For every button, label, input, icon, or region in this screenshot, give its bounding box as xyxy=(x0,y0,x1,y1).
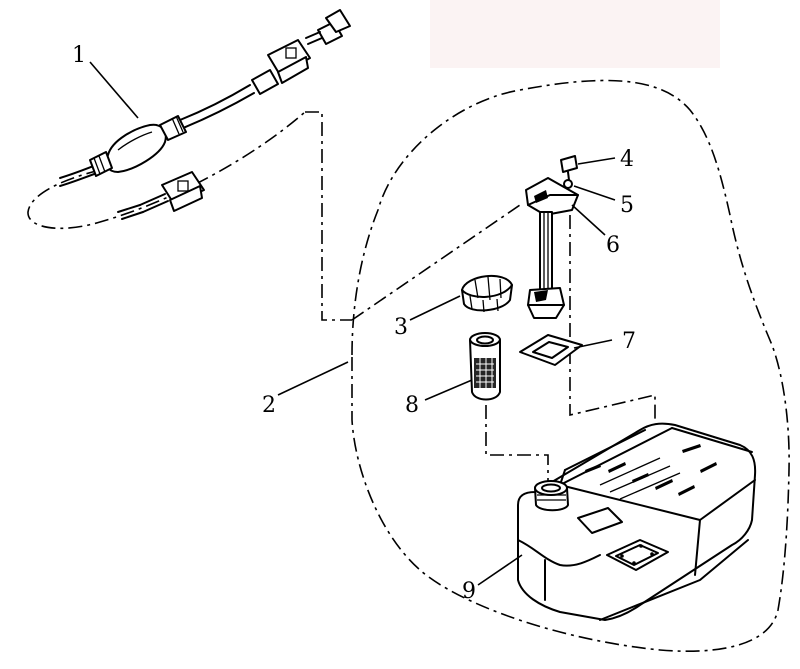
leader-line-7 xyxy=(573,339,613,349)
callout-4: 4 xyxy=(620,147,634,172)
assembly-boundary-outline xyxy=(351,79,790,653)
leader-line-9 xyxy=(477,554,523,586)
screw-part xyxy=(560,155,578,173)
callout-5: 5 xyxy=(620,193,634,218)
filter-part xyxy=(469,332,501,401)
fuel-line-assembly xyxy=(59,9,351,220)
callout-1: 1 xyxy=(72,43,86,68)
callout-6: 6 xyxy=(606,233,620,258)
filter-route-dashed xyxy=(485,405,549,482)
callout-7: 7 xyxy=(622,329,636,354)
fuel-gauge-sender xyxy=(525,155,579,319)
callout-2: 2 xyxy=(262,393,276,418)
washer-part xyxy=(563,179,573,189)
callout-3: 3 xyxy=(394,315,408,340)
callout-9: 9 xyxy=(462,579,476,604)
leader-line-3 xyxy=(409,295,461,321)
fuel-cap-part xyxy=(461,274,513,313)
connector-route-dashed xyxy=(305,111,352,321)
leader-line-6 xyxy=(571,204,606,236)
gasket-part xyxy=(519,334,583,366)
tank-connector xyxy=(161,171,205,205)
leader-line-8 xyxy=(424,379,473,401)
callout-8: 8 xyxy=(405,393,419,418)
hose-loop-dashed xyxy=(27,111,306,230)
background-patch xyxy=(430,0,720,68)
sender-route-dashed xyxy=(351,204,521,321)
leader-line-1 xyxy=(89,61,139,119)
leader-line-5 xyxy=(573,185,616,201)
leader-line-2 xyxy=(277,361,349,396)
leader-line-4 xyxy=(577,157,616,165)
fuel-tank-part xyxy=(517,422,757,621)
primer-bulb xyxy=(105,123,167,173)
